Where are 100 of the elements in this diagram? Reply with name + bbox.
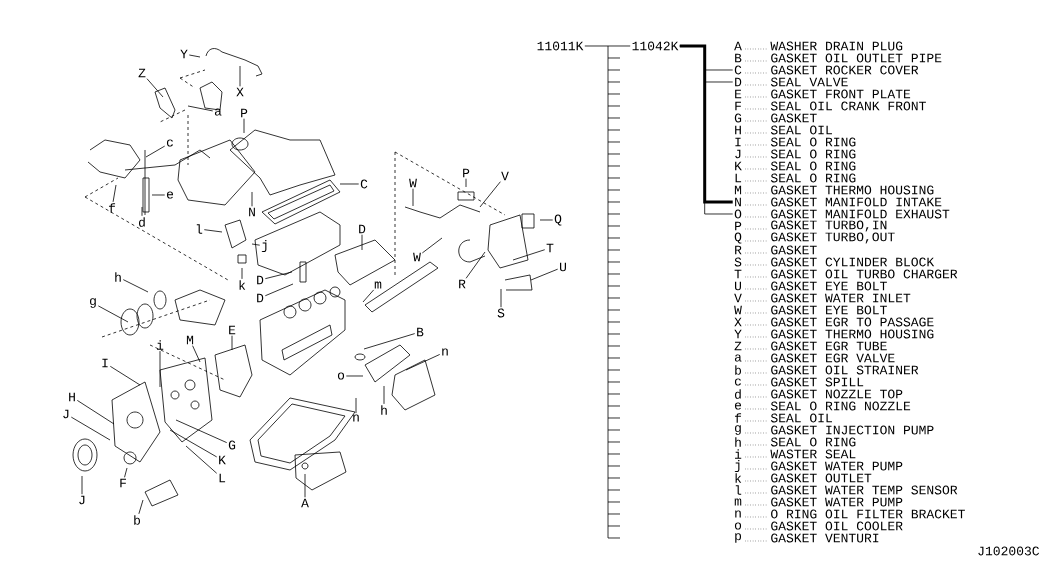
part-list-row: G GASKET [734, 113, 817, 123]
part-list-row: e SEAL O RING NOZZLE [734, 401, 911, 411]
part-list-row: a GASKET EGR VALVE [734, 353, 895, 363]
part-list-row: K SEAL O RING [735, 161, 856, 171]
leader-line [530, 268, 559, 281]
leader-line [81, 475, 83, 495]
part-list-row: j GASKET WATER PUMP [734, 459, 903, 473]
part-list-row: p GASKET VENTURI [735, 533, 879, 543]
callout-letter: P [241, 108, 248, 118]
callout-letter: J [63, 409, 69, 419]
part-list-row: N GASKET MANIFOLD INTAKE [735, 197, 942, 207]
callout-letter: D [359, 224, 366, 234]
callout-letter: l [196, 224, 203, 234]
leader-line [251, 243, 261, 246]
part-list-row: S GASKET CYLINDER BLOCK [734, 257, 935, 267]
leader-line [361, 234, 363, 251]
leader-line [355, 397, 357, 414]
leader-line [345, 375, 364, 377]
part-list-row: F SEAL OIL CRANK FRONT [735, 101, 926, 111]
part-list-row: h SEAL O RING [735, 437, 856, 447]
callout-letter: V [501, 171, 509, 181]
callout-letter: E [229, 325, 236, 335]
callout-letter: h [115, 272, 121, 282]
callout-letter: i [157, 340, 164, 350]
part-number: 11011K [537, 41, 584, 51]
callout-letter: d [139, 217, 145, 227]
leader-line [231, 335, 233, 351]
leader-line [264, 271, 293, 280]
part-list-row: o GASKET OIL COOLER [734, 521, 903, 531]
drawing-code: J102003C [978, 546, 1040, 556]
callout-letter: I [102, 358, 108, 368]
leader-line [169, 429, 218, 458]
leader-line [251, 191, 253, 207]
part-list-row: A WASHER DRAIN PLUG [734, 41, 903, 51]
callout-letter: H [69, 392, 75, 402]
part-list-row: U GASKET EYE BOLT [735, 281, 887, 291]
part-list-row: M GASKET THERMO HOUSING [734, 185, 934, 195]
callout-letter: J [79, 495, 85, 505]
part-list-row: L SEAL O RING [735, 173, 856, 183]
leader-line [539, 219, 554, 221]
callout-letter: b [134, 515, 140, 525]
leader-line [264, 283, 294, 297]
part-list-row: c GASKET SPILL [734, 377, 864, 387]
part-list-row: Q GASKET TURBO,OUT [734, 232, 895, 244]
leader-line [185, 445, 218, 474]
callout-letter: A [301, 498, 309, 508]
part-list-row: k GASKET OUTLET [735, 473, 872, 483]
callout-letter: R [459, 279, 466, 289]
callout-letter: M [186, 335, 194, 345]
leader-line [109, 365, 141, 386]
callout-letter: k [239, 280, 246, 290]
callout-letter: F [120, 478, 126, 488]
leader-line [362, 289, 375, 303]
callout-letter: f [109, 203, 116, 213]
leader-line [141, 206, 143, 217]
callout-letter: n [353, 414, 359, 422]
leader-line [159, 350, 161, 388]
leader-line [70, 416, 111, 441]
leader-line [145, 145, 166, 158]
part-list-row: l GASKET WATER TEMP SENSOR [735, 485, 958, 495]
callout-letter: c [166, 139, 173, 147]
callout-letter: B [417, 327, 424, 337]
leader-line [187, 105, 214, 112]
callout-letter: g [90, 298, 96, 308]
leader-line [122, 279, 149, 293]
part-list-row: Y GASKET THERMO HOUSING [734, 329, 934, 339]
leader-line [151, 194, 166, 196]
callout-letter: W [413, 252, 421, 262]
leader-line [175, 419, 228, 444]
leader-line [339, 183, 360, 185]
leader-line [465, 251, 486, 279]
leader-line [412, 188, 414, 207]
part-list-row: m GASKET WATER PUMP [734, 497, 903, 507]
callout-letter: m [374, 281, 382, 289]
leader-line [146, 78, 164, 98]
callout-letter: P [463, 168, 470, 178]
part-list-row: H SEAL OIL [735, 125, 832, 135]
callout-letter: Q [554, 214, 562, 226]
part-list-row: f SEAL OIL [735, 413, 832, 423]
leader-line [243, 118, 245, 134]
part-list-row: d GASKET NOZZLE TOP [735, 389, 903, 399]
callout-letter: e [166, 191, 174, 199]
callout-letter: D [257, 293, 264, 303]
part-list-row: T GASKET OIL TURBO CHARGER [734, 269, 958, 279]
part-list-row: C GASKET ROCKER COVER [734, 65, 919, 75]
callout-letter: G [228, 440, 236, 450]
callout-letter: T [546, 243, 554, 253]
part-list-row: R GASKET [735, 245, 817, 255]
connector-line [584, 45, 631, 47]
leader-line [124, 467, 128, 478]
part-list-row: Z GASKET EGR TUBE [734, 341, 887, 351]
callout-letter: n [442, 348, 448, 356]
leader-line [383, 385, 385, 405]
part-list-row: X GASKET EGR TO PASSAGE [734, 317, 934, 327]
leader-line [405, 354, 441, 371]
callout-letter: o [337, 372, 345, 380]
part-list-row: i WASTER SEAL [735, 449, 856, 459]
part-list-row: P GASKET TURBO,IN [735, 220, 887, 232]
callout-letter: h [381, 405, 387, 415]
leader-line [241, 267, 243, 280]
